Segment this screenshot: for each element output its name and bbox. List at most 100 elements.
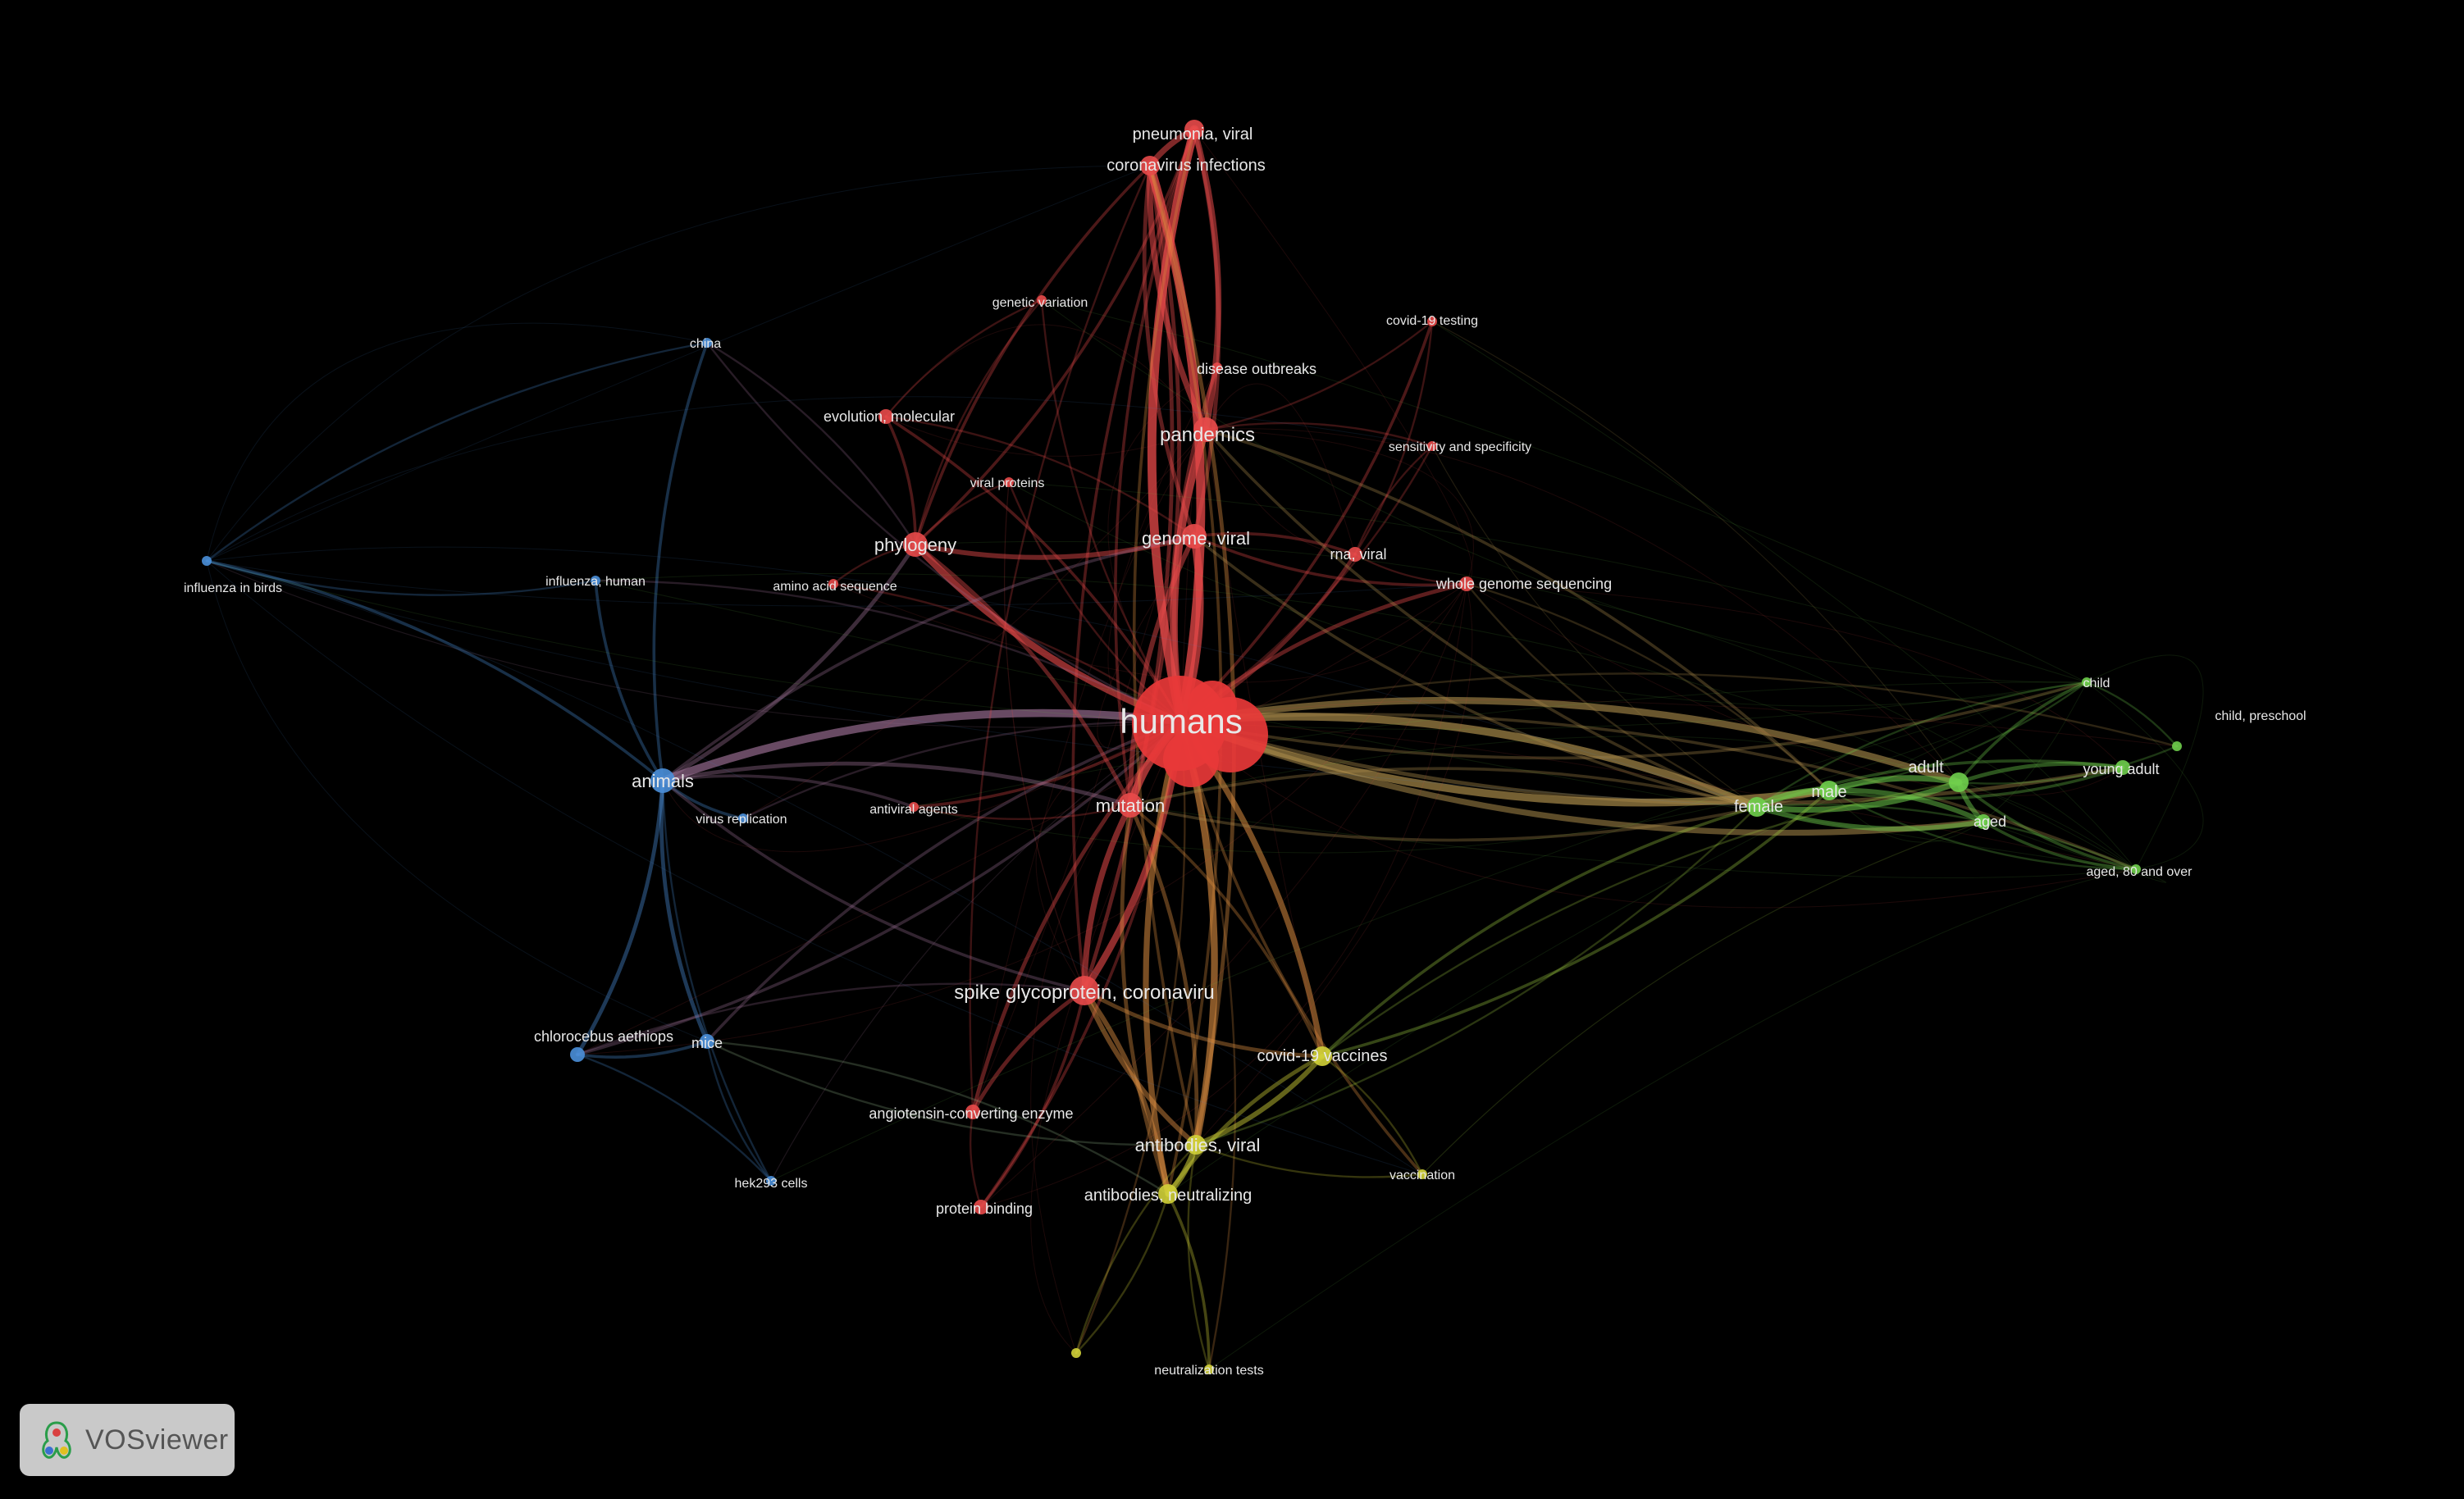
node-chlorocebus[interactable] bbox=[570, 1047, 585, 1062]
node-mutation[interactable] bbox=[1118, 793, 1143, 818]
label-neutralizing: antibodies, neutralizing bbox=[1084, 1187, 1253, 1205]
label-genome: genome, viral bbox=[1142, 528, 1250, 549]
node-female[interactable] bbox=[1747, 797, 1767, 817]
label-pneumonia: pneumonia, viral bbox=[1133, 125, 1253, 144]
faint-link-8 bbox=[577, 583, 1467, 1055]
node-vaccines[interactable] bbox=[1312, 1046, 1332, 1066]
faint-link-27 bbox=[206, 322, 708, 562]
node-hek[interactable] bbox=[766, 1176, 776, 1186]
link-adult-testing bbox=[1431, 321, 1960, 783]
faint-link-31 bbox=[1205, 428, 1960, 783]
node-phylogeny[interactable] bbox=[903, 532, 928, 557]
node-vaccination[interactable] bbox=[1417, 1169, 1427, 1179]
node-china[interactable] bbox=[702, 338, 712, 348]
faint-link-33 bbox=[206, 560, 1467, 607]
link-female-vaccines bbox=[1321, 805, 1759, 1058]
node-animals[interactable] bbox=[650, 768, 675, 793]
link-female-aged80 bbox=[1755, 804, 2138, 871]
link-humans-genetic bbox=[1040, 298, 1183, 723]
link-humans-neutralizing bbox=[1143, 718, 1184, 1197]
label-hek: hek293 cells bbox=[735, 1177, 808, 1191]
node-binding[interactable] bbox=[974, 1200, 988, 1214]
link-mutation-antiviral bbox=[912, 804, 1132, 821]
node-coronavirus[interactable] bbox=[1140, 156, 1160, 175]
link-male-wgs bbox=[1465, 582, 1831, 792]
link-coronavirus-genome bbox=[1142, 163, 1197, 539]
node-aminoacid[interactable] bbox=[828, 579, 838, 589]
faint-link-24 bbox=[662, 721, 1182, 853]
node-ace[interactable] bbox=[965, 1105, 980, 1119]
label-humans: humans bbox=[1120, 702, 1242, 740]
node-genetic[interactable] bbox=[1037, 295, 1047, 305]
node-antiviral[interactable] bbox=[909, 802, 919, 812]
link-male-mutation bbox=[1129, 789, 1831, 842]
link-neutralizing-neutests bbox=[1166, 1192, 1211, 1371]
node-child[interactable] bbox=[2082, 677, 2092, 687]
link-animals-mice bbox=[659, 778, 710, 1044]
node-viralproteins[interactable] bbox=[1004, 477, 1014, 487]
node-unlabeled4[interactable] bbox=[1071, 1348, 1081, 1358]
faint-link-39 bbox=[206, 396, 1433, 562]
faint-link-17 bbox=[1129, 804, 2137, 878]
link-genome-evolution bbox=[884, 415, 1196, 538]
node-testing[interactable] bbox=[1427, 317, 1437, 326]
label-outbreaks: disease outbreaks bbox=[1197, 361, 1316, 377]
link-humans-chlorocebus bbox=[576, 720, 1183, 1056]
link-humans-child bbox=[1180, 681, 2088, 760]
link-mice-antibodies bbox=[705, 1040, 1198, 1146]
node-influenzahuman[interactable] bbox=[591, 576, 600, 585]
link-female-wgs bbox=[1465, 582, 1759, 809]
link-chlorocebus-mice bbox=[576, 1040, 709, 1059]
node-evolution[interactable] bbox=[878, 409, 893, 424]
node-preschool[interactable] bbox=[2172, 741, 2182, 751]
node-rna[interactable] bbox=[1348, 547, 1362, 562]
node-antibodies[interactable] bbox=[1186, 1135, 1206, 1155]
node-male[interactable] bbox=[1819, 781, 1839, 800]
faint-link-23 bbox=[915, 540, 2137, 870]
link-humans-replication bbox=[741, 720, 1183, 820]
label-rna: rna, viral bbox=[1330, 546, 1386, 563]
label-adult: adult bbox=[1908, 759, 1944, 777]
link-ace-binding bbox=[969, 1110, 983, 1209]
humans-node-blob-3[interactable] bbox=[1163, 731, 1219, 787]
node-aged[interactable] bbox=[1976, 814, 1991, 829]
node-neutests[interactable] bbox=[1204, 1365, 1214, 1374]
node-youngadult[interactable] bbox=[2115, 760, 2130, 775]
label-mutation: mutation bbox=[1096, 795, 1165, 816]
link-female-youngadult bbox=[1755, 759, 2124, 809]
node-pneumonia[interactable] bbox=[1184, 120, 1204, 139]
vosviewer-badge[interactable]: VOSviewer bbox=[20, 1404, 235, 1476]
node-sensitivity[interactable] bbox=[1427, 441, 1437, 451]
link-rna-testing bbox=[1353, 320, 1434, 556]
link-pneumonia-phylogeny bbox=[914, 128, 1196, 546]
node-replication[interactable] bbox=[738, 813, 748, 823]
link-spike-ace bbox=[970, 988, 1087, 1114]
node-outbreaks[interactable] bbox=[1212, 362, 1222, 372]
label-influenzabirds: influenza in birds bbox=[184, 581, 282, 595]
node-wgs[interactable] bbox=[1459, 576, 1474, 591]
link-humans-aminoacid bbox=[832, 582, 1183, 723]
link-spike-antibodies bbox=[1082, 988, 1198, 1147]
link-animals-china bbox=[652, 341, 709, 782]
link-pneumonia-mutation bbox=[1114, 128, 1196, 807]
node-pandemics[interactable] bbox=[1193, 417, 1218, 442]
faint-link-4 bbox=[913, 681, 2088, 854]
label-genetic: genetic variation bbox=[992, 296, 1088, 310]
humans-node-blob-2[interactable] bbox=[1188, 681, 1237, 730]
link-neutralizing-vaccines bbox=[1166, 1054, 1325, 1196]
faint-link-28 bbox=[1828, 681, 2088, 843]
node-adult[interactable] bbox=[1949, 772, 1969, 792]
node-neutralizing[interactable] bbox=[1158, 1184, 1178, 1204]
link-humans-china bbox=[705, 341, 1183, 723]
faint-link-44 bbox=[1466, 583, 2124, 796]
faint-link-13 bbox=[885, 416, 1207, 457]
node-aged80[interactable] bbox=[2131, 864, 2141, 874]
faint-link-22 bbox=[1167, 681, 2088, 1195]
node-spike[interactable] bbox=[1070, 976, 1099, 1005]
link-humans-youngadult bbox=[1179, 719, 2125, 806]
link-humans-influenzabirds bbox=[206, 560, 1182, 728]
node-influenzabirds[interactable] bbox=[202, 556, 212, 566]
node-genome[interactable] bbox=[1182, 524, 1207, 549]
node-mice[interactable] bbox=[700, 1034, 714, 1049]
link-antibodies-unlabeled4 bbox=[1075, 1143, 1198, 1355]
